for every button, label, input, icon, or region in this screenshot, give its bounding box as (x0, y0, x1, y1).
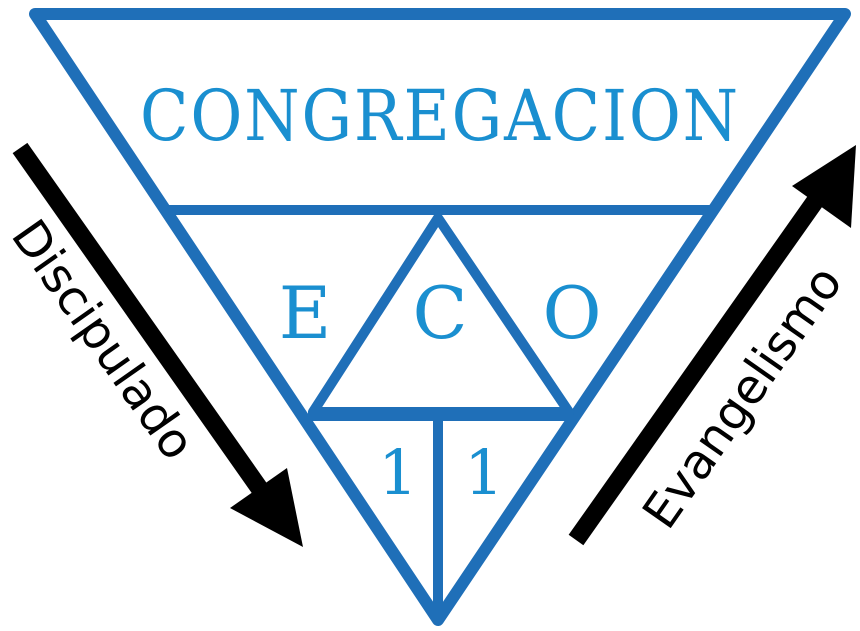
discipulado-arrow-shaft (12, 142, 270, 498)
outer-triangle (29, 8, 851, 626)
discipulado-arrow (12, 142, 303, 547)
evangelismo-arrow-head (792, 145, 856, 228)
cell-1-left-label: 1 (378, 436, 417, 509)
discipulado-label: Discipulado (0, 210, 206, 470)
discipulado-arrow-head (230, 468, 303, 547)
cell-c-label: C (412, 271, 467, 355)
cell-o-label: O (542, 271, 601, 355)
congregacion-label: CONGREGACION (140, 75, 740, 157)
cell-e-label: E (279, 271, 332, 355)
evangelismo-arrow (568, 145, 856, 546)
cell-1-right-label: 1 (464, 436, 503, 509)
evangelismo-arrow-shaft (568, 184, 831, 546)
